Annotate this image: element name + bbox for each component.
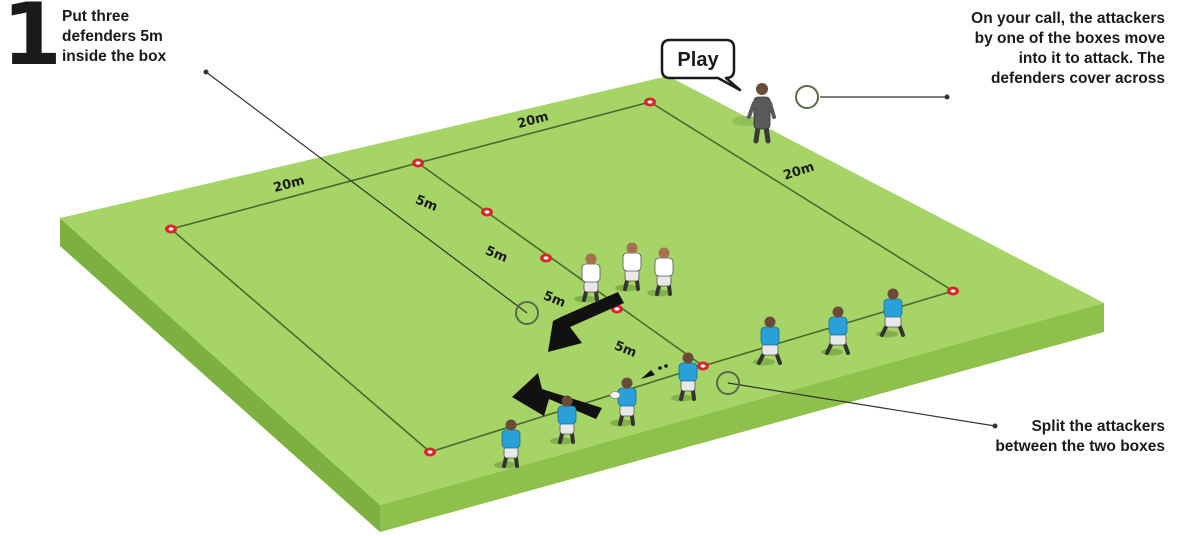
marker-coach (796, 86, 818, 108)
cone (644, 98, 656, 107)
rugby-ball (610, 392, 620, 399)
pitch (60, 76, 1104, 532)
cone (481, 208, 493, 217)
cone (540, 254, 552, 263)
cone (412, 159, 424, 168)
cone (165, 225, 177, 234)
cone (424, 448, 436, 457)
cone (697, 362, 709, 371)
cone (947, 287, 959, 296)
call-text: Play (677, 49, 719, 71)
